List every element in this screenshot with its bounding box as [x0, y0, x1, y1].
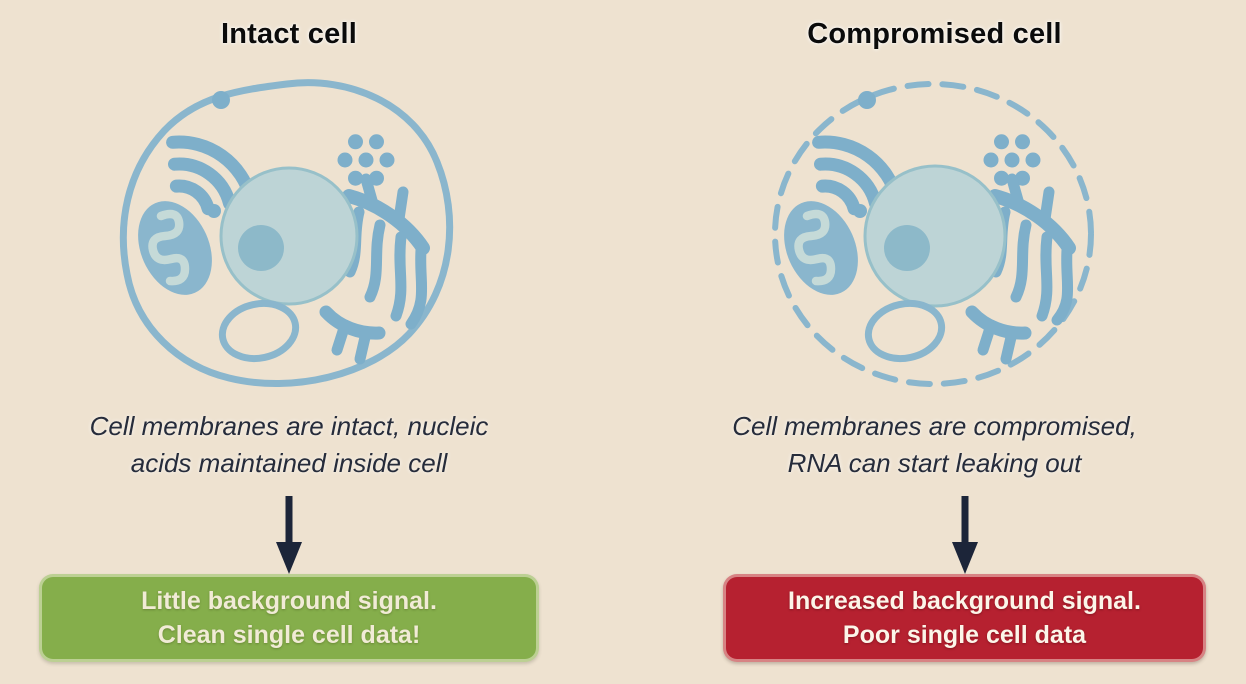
vesicle-cluster-icon — [337, 134, 395, 186]
result-line-2: Poor single cell data — [842, 621, 1087, 649]
endoplasmic-reticulum-icon — [319, 173, 430, 365]
nucleolus-icon — [238, 225, 284, 271]
compromised-result-box: Increased background signal. Poor single… — [723, 574, 1206, 662]
vacuole-icon — [864, 299, 945, 363]
down-arrow-left — [274, 496, 304, 574]
mitochondrion-icon — [783, 201, 858, 295]
intact-cell-panel: Intact cell — [39, 18, 539, 662]
intact-result-box: Little background signal. Clean single c… — [39, 574, 539, 662]
nucleus-icon — [863, 164, 1006, 308]
down-arrow-icon — [276, 496, 302, 574]
vacuole-icon — [218, 299, 300, 363]
down-arrow-icon — [952, 496, 978, 574]
cell-membrane-dashed — [771, 81, 1094, 387]
caption-line-2: RNA can start leaking out — [787, 448, 1082, 478]
nucleolus-icon — [883, 225, 930, 271]
cell-membrane-solid — [119, 79, 454, 387]
caption-line-1: Cell membranes are compromised, — [732, 411, 1137, 441]
caption-line-1: Cell membranes are intact, nucleic — [89, 411, 489, 441]
compromised-cell-figure — [755, 76, 1115, 396]
compromised-cell-panel: Compromised cell — [623, 0, 1246, 684]
result-line-1: Increased background signal. — [788, 587, 1141, 615]
compromised-cell-illustration — [771, 81, 1094, 387]
compromised-cell-caption: Cell membranes are compromised, RNA can … — [732, 408, 1137, 482]
intact-cell-figure — [109, 76, 469, 396]
intact-cell-title: Intact cell — [221, 18, 357, 50]
mitochondrion-icon — [138, 201, 212, 295]
caption-line-2: acids maintained inside cell — [130, 448, 448, 478]
intact-cell-illustration — [119, 79, 454, 387]
result-line-1: Little background signal. — [141, 587, 437, 615]
down-arrow-right — [950, 496, 980, 574]
compromised-cell-title: Compromised cell — [807, 18, 1062, 50]
result-line-2: Clean single cell data! — [157, 621, 421, 649]
intact-cell-caption: Cell membranes are intact, nucleic acids… — [90, 408, 489, 482]
vesicle-cluster-icon — [983, 134, 1040, 186]
